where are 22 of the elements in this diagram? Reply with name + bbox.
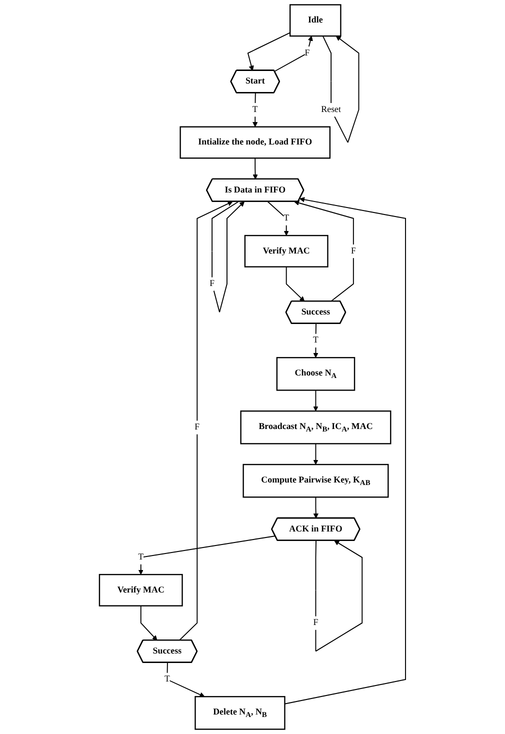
edge-label: F — [194, 420, 200, 434]
process-box: Verify MAC — [98, 574, 183, 606]
edge-label: T — [313, 334, 318, 348]
edge-label: T — [252, 103, 258, 116]
decision-hexagon: Start — [230, 70, 280, 94]
process-box: Intialize the node, Load FIFO — [180, 126, 331, 159]
edge-label: T — [284, 212, 290, 226]
process-box: Verify MAC — [244, 234, 328, 268]
decision-hexagon: Success — [285, 300, 346, 324]
decision-hexagon: Success — [136, 639, 198, 663]
edge-label: F — [210, 277, 215, 291]
edge-label: F — [350, 244, 356, 258]
process-box: Broadcast N$_{A}$, N$_{B}$, IC$_{A}$, MAC — [240, 410, 392, 444]
edge-label: T — [138, 550, 144, 564]
process-box: Choose N$_{A}$ — [276, 357, 356, 391]
process-box: Compute Pairwise Key, K$_{AB}$ — [242, 464, 389, 498]
decision-hexagon: ACK in FIFO — [271, 517, 360, 541]
edge-label: F — [313, 616, 318, 630]
decision-hexagon: Is Data in FIFO — [206, 178, 304, 202]
process-box: Idle — [289, 4, 342, 37]
edge-label: Reset — [321, 103, 341, 116]
process-box: Delete N$_{A}$, N$_{B}$ — [194, 696, 286, 730]
